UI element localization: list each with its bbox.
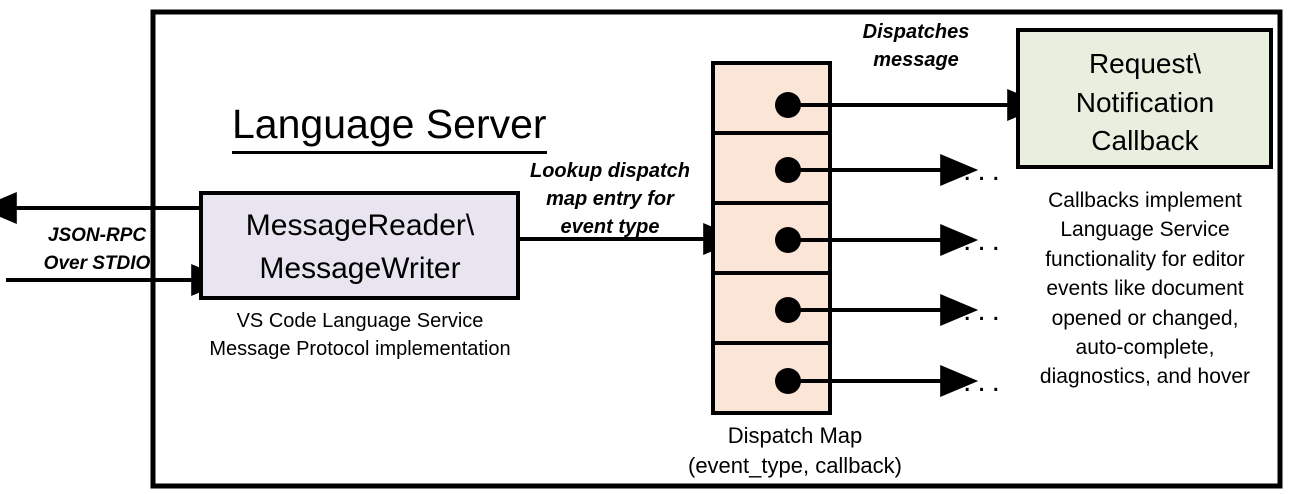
diagram-title-text: Language Server (232, 100, 547, 154)
dispatch-row-2-ellipsis: ... (963, 154, 1007, 187)
message-io-box-label: MessageReader\ MessageWriter (245, 209, 475, 285)
callback-box-label: Request\ Notification Callback (1075, 48, 1215, 157)
diagram-title: Language Server (232, 52, 572, 156)
language-server-boundary (150, 9, 1283, 489)
dispatch-row-5-ellipsis: ... (963, 365, 1007, 398)
message-io-box[interactable] (199, 191, 520, 300)
edge-label-lookup-dispatch: Lookup dispatch map entry for event type (530, 160, 690, 238)
message-io-caption: VS Code Language Service Message Protoco… (209, 310, 511, 360)
dispatch-row-2-dot (775, 157, 801, 183)
dispatch-row-3-dot (775, 227, 801, 253)
dispatch-row-3-ellipsis: ... (963, 224, 1007, 257)
dispatch-map-caption: Dispatch Map (event_type, callback) (688, 423, 902, 478)
dispatch-row-1-dot (775, 92, 801, 118)
callback-caption: Callbacks implement Language Service fun… (1039, 189, 1251, 389)
dispatch-row-4-ellipsis: ... (963, 294, 1007, 327)
edge-label-jsonrpc: JSON-RPC Over STDIO (43, 225, 151, 274)
dispatch-row-4-dot (775, 297, 801, 323)
dispatch-row-5-dot (775, 368, 801, 394)
callback-box[interactable] (1016, 28, 1273, 169)
edge-label-dispatches-message: Dispatches message (862, 21, 970, 71)
